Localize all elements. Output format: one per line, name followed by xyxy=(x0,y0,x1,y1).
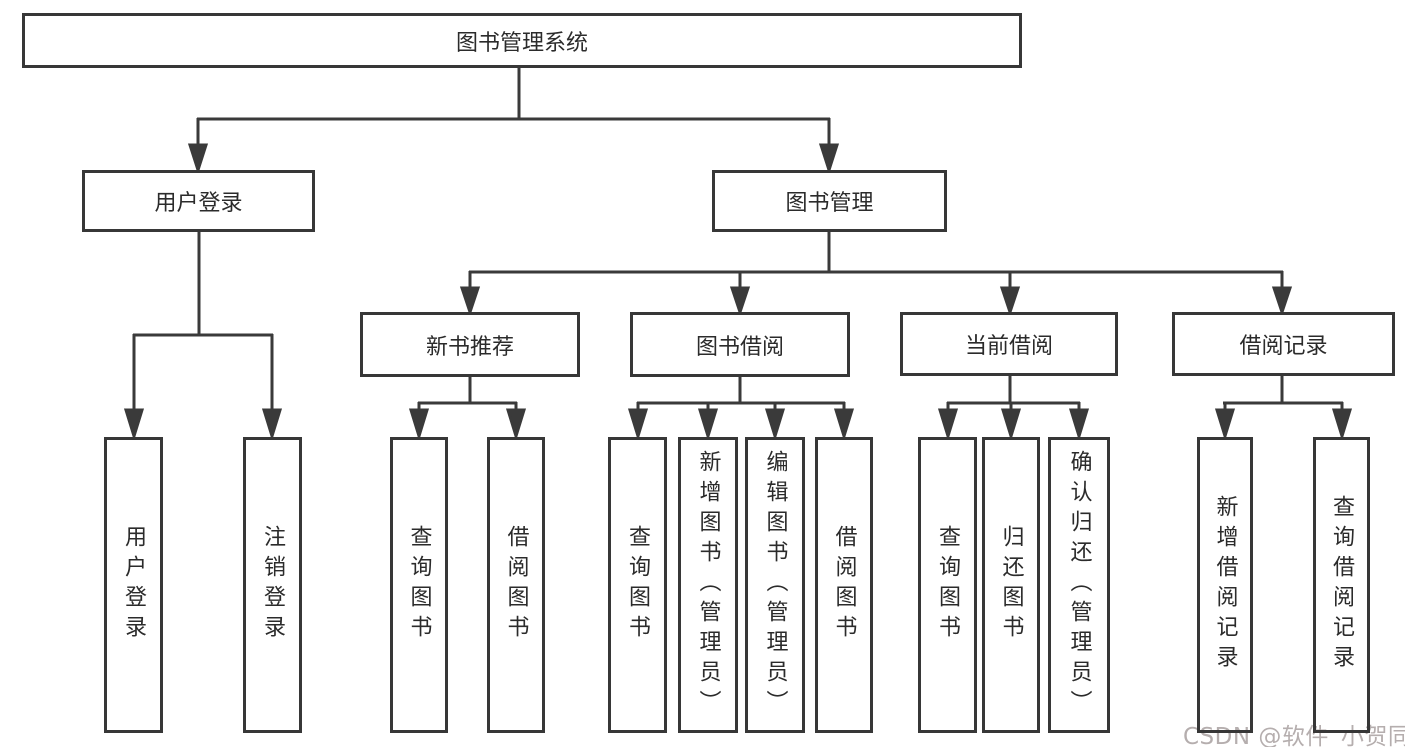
node-label: 确认归还（管理员） xyxy=(1066,450,1092,720)
node-label: 新增图书（管理员） xyxy=(695,450,721,720)
node-label: 注销登录 xyxy=(260,525,286,645)
leaf-user-login: 用户登录 xyxy=(104,437,163,733)
leaf-query-borrow-record: 查询借阅记录 xyxy=(1313,437,1370,733)
node-label: 当前借阅 xyxy=(964,334,1053,359)
node-label: 用户登录 xyxy=(154,191,243,216)
leaf-confirm-return-admin: 确认归还（管理员） xyxy=(1048,437,1110,733)
leaf-query-books-recommend: 查询图书 xyxy=(390,437,448,733)
node-label: 查询借阅记录 xyxy=(1329,495,1355,675)
node-label: 查询图书 xyxy=(935,525,961,645)
leaf-return-books: 归还图书 xyxy=(982,437,1040,733)
node-label: 借阅图书 xyxy=(503,525,529,645)
node-label: 查询图书 xyxy=(625,525,651,645)
node-label: 编辑图书（管理员） xyxy=(762,450,788,720)
node-current-borrowing: 当前借阅 xyxy=(900,312,1118,376)
node-book-borrowing: 图书借阅 xyxy=(630,312,850,377)
node-label: 查询图书 xyxy=(406,525,432,645)
leaf-borrow-books-recommend: 借阅图书 xyxy=(487,437,545,733)
node-label: 图书借阅 xyxy=(695,334,784,360)
leaf-add-books-admin: 新增图书（管理员） xyxy=(678,437,738,733)
node-label: 借阅图书 xyxy=(831,525,857,645)
node-borrowing-records: 借阅记录 xyxy=(1172,312,1395,376)
node-label: 新增借阅记录 xyxy=(1212,495,1238,675)
node-label: 归还图书 xyxy=(998,525,1024,645)
node-library-management-system: 图书管理系统 xyxy=(22,13,1022,68)
leaf-borrow-books: 借阅图书 xyxy=(815,437,873,733)
node-new-book-recommend: 新书推荐 xyxy=(360,312,580,377)
node-book-management-module: 图书管理 xyxy=(712,170,947,232)
leaf-query-books-borrowing: 查询图书 xyxy=(608,437,667,733)
node-label: 借阅记录 xyxy=(1239,334,1328,359)
node-label: 图书管理 xyxy=(785,191,874,216)
node-user-login-module: 用户登录 xyxy=(82,170,315,232)
node-label: 图书管理系统 xyxy=(455,30,588,56)
node-label: 新书推荐 xyxy=(425,334,514,360)
leaf-query-books-current: 查询图书 xyxy=(918,437,977,733)
node-label: 用户登录 xyxy=(121,525,147,645)
leaf-logout: 注销登录 xyxy=(243,437,302,733)
leaf-add-borrow-record: 新增借阅记录 xyxy=(1197,437,1253,733)
csdn-watermark: CSDN @软件_小贺同学 xyxy=(1183,724,1405,747)
leaf-edit-books-admin: 编辑图书（管理员） xyxy=(745,437,805,733)
